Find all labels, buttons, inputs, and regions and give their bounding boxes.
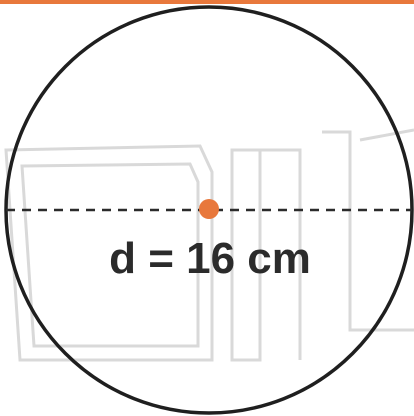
watermark-letter-l: [359, 128, 414, 142]
watermark-book-inner: [20, 162, 200, 348]
watermark-logo: [4, 128, 414, 362]
watermark-letter-u: [322, 130, 414, 332]
top-accent-bar: [0, 0, 414, 4]
center-point: [199, 199, 219, 219]
diameter-label: d = 16 cm: [109, 234, 311, 283]
watermark-book-shape: [4, 144, 214, 362]
watermark-letter-n: [230, 148, 302, 362]
